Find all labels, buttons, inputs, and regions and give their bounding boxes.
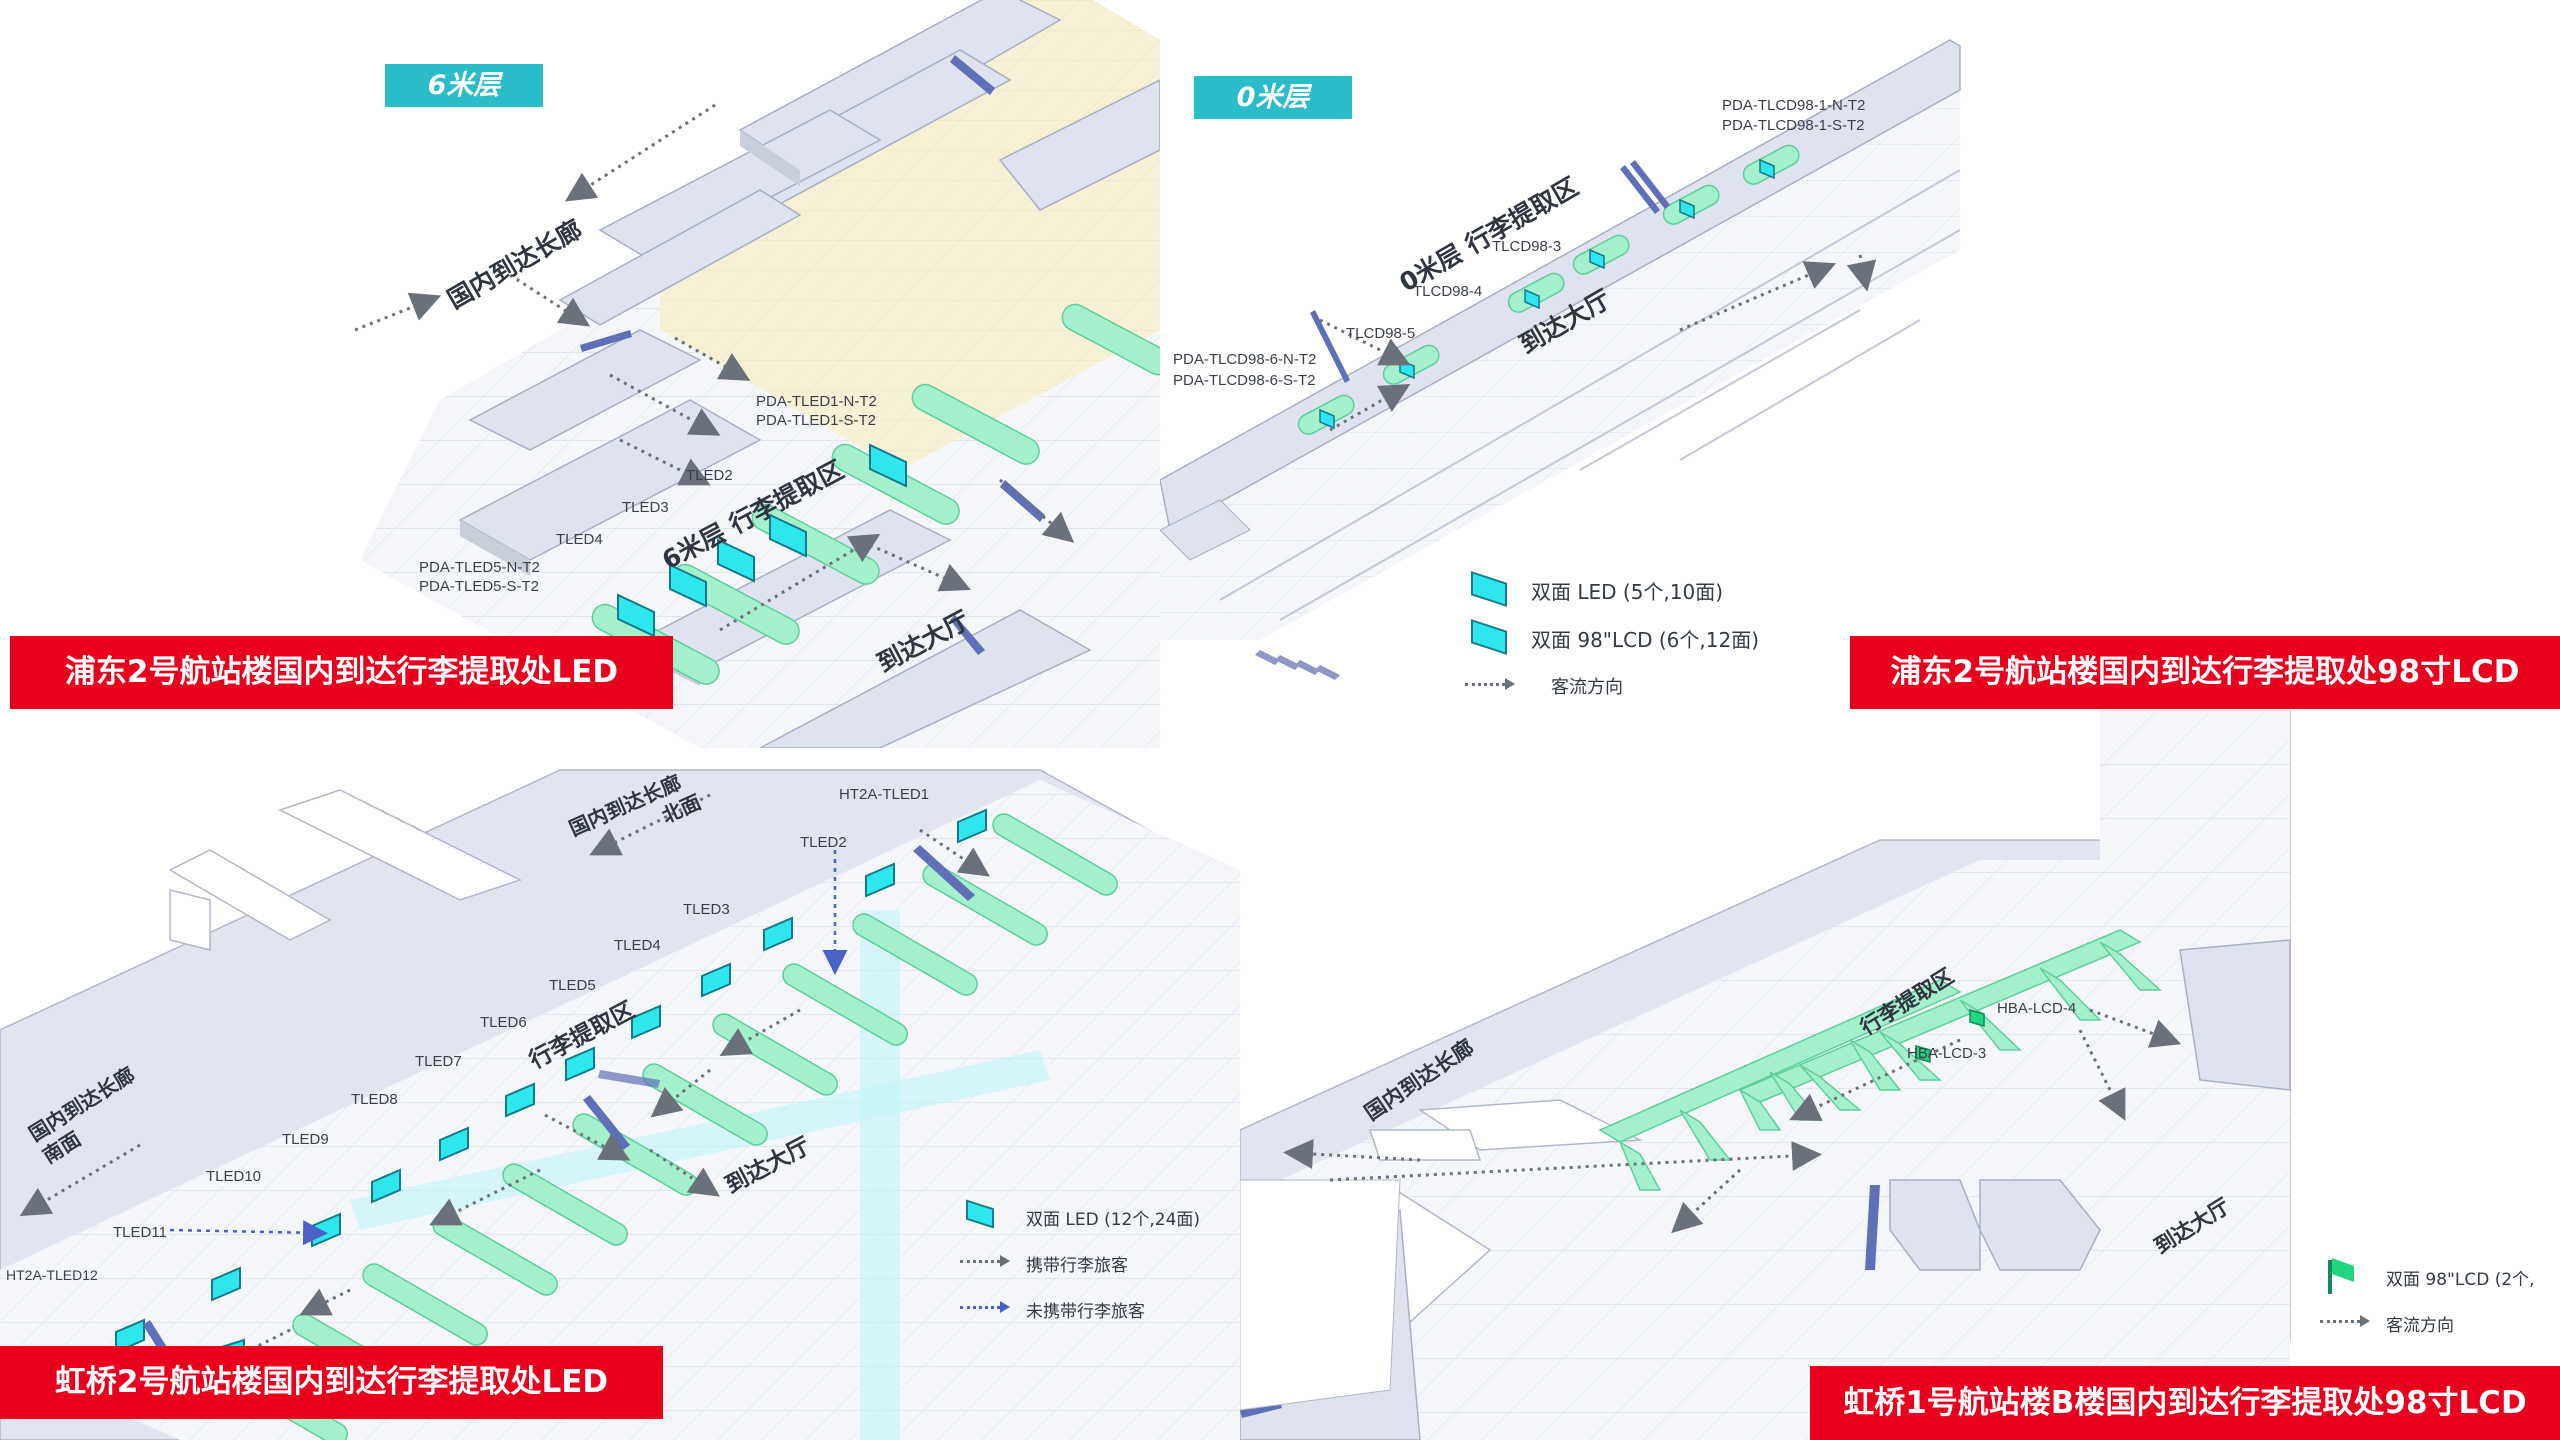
- label-tled1-n: PDA-TLED1-N-T2: [756, 393, 877, 410]
- legend-item-with-bag: 携带行李旅客: [960, 1240, 1200, 1286]
- label-tlcd98-3: TLCD98-3: [1492, 238, 1562, 255]
- level-tag-0m: 0米层: [1194, 76, 1352, 119]
- label-tled10-sha: TLED10: [206, 1168, 262, 1185]
- banner-pvg-t2-lcd: 浦东2号航站楼国内到达行李提取处98寸LCD: [1850, 636, 2560, 709]
- label-tled5-s: PDA-TLED5-S-T2: [419, 578, 540, 595]
- label-tlcd98-5: TLCD98-5: [1346, 325, 1416, 342]
- legend-item-flow: 客流方向: [1465, 662, 1759, 710]
- level-tag-6m: 6米层: [385, 64, 543, 107]
- label-tled2-sha: TLED2: [800, 834, 847, 851]
- label-tled4-sha: TLED4: [614, 937, 661, 954]
- label-tled8-sha: TLED8: [351, 1091, 398, 1108]
- label-tled5-sha: TLED5: [549, 977, 596, 994]
- label-tlcd98-6-s: PDA-TLCD98-6-S-T2: [1173, 372, 1316, 389]
- label-tlcd98-6-n: PDA-TLCD98-6-N-T2: [1173, 351, 1317, 368]
- label-hba-lcd-4: HBA-LCD-4: [1997, 1000, 2077, 1017]
- label-tled3-sha: TLED3: [683, 901, 730, 918]
- legend-item-led: 双面 LED (5个,10面): [1465, 566, 1759, 614]
- legend-item-lcd-sha: 双面 98"LCD (2个,: [2320, 1254, 2535, 1300]
- label-tlcd98-4: TLCD98-4: [1413, 283, 1483, 300]
- plan-pvg-t2-6m: [354, 0, 1160, 748]
- plan-sha-t2: [0, 769, 1240, 1440]
- label-ht2a-tled12: HT2A-TLED12: [6, 1267, 98, 1283]
- legend-item-no-bag: 未携带行李旅客: [960, 1286, 1200, 1332]
- banner-sha-t2-led: 虹桥2号航站楼国内到达行李提取处LED: [0, 1346, 663, 1419]
- panel-sha-t1b-lcd: 国内到达长廊 行李提取区 到达大厅 HBA-LCD-4 HBA-LCD-3 双面…: [1240, 710, 2560, 1440]
- label-hba-lcd-3: HBA-LCD-3: [1907, 1045, 1987, 1062]
- banner-pvg-t2-led: 浦东2号航站楼国内到达行李提取处LED: [10, 636, 673, 709]
- legend-sha-t2: 双面 LED (12个,24面) 携带行李旅客 未携带行李旅客: [960, 1194, 1200, 1332]
- label-tled9-sha: TLED9: [282, 1131, 329, 1148]
- panel-pvg-t2-lcd: 0米层 0米层 行李提取区 到达大厅 PDA-TLCD98-1-N-T2 PDA…: [1160, 0, 2560, 720]
- label-tled7-sha: TLED7: [415, 1053, 462, 1070]
- label-tled4: TLED4: [556, 531, 603, 548]
- legend-sha-t1b: 双面 98"LCD (2个, 客流方向: [2320, 1254, 2535, 1346]
- label-tled2: TLED2: [686, 467, 733, 484]
- label-ht2a-tled1: HT2A-TLED1: [839, 786, 930, 803]
- label-tlcd98-1-s: PDA-TLCD98-1-S-T2: [1722, 117, 1865, 134]
- label-tled11-sha: TLED11: [113, 1224, 167, 1241]
- label-tled1-s: PDA-TLED1-S-T2: [756, 412, 877, 429]
- legend-item-led-sha: 双面 LED (12个,24面): [960, 1194, 1200, 1240]
- legend-pvg-0m: 双面 LED (5个,10面) 双面 98"LCD (6个,12面) 客流方向: [1465, 566, 1759, 710]
- label-tled3: TLED3: [622, 499, 669, 516]
- banner-sha-t1b-lcd: 虹桥1号航站楼B楼国内到达行李提取处98寸LCD: [1810, 1366, 2560, 1440]
- label-tled6-sha: TLED6: [480, 1014, 527, 1031]
- panel-sha-t2-led: 国内到达长廊北面 国内到达长廊南面 行李提取区 到达大厅 HT2A-TLED1 …: [0, 750, 1240, 1440]
- label-tlcd98-1-n: PDA-TLCD98-1-N-T2: [1722, 97, 1866, 114]
- plan-pvg-t2-0m: [1160, 39, 1961, 680]
- legend-item-lcd: 双面 98"LCD (6个,12面): [1465, 614, 1759, 662]
- legend-item-flow-sha: 客流方向: [2320, 1300, 2535, 1346]
- plan-sha-t1b: [1240, 710, 2291, 1440]
- panel-pvg-t2-led: 6米层 国内到达长廊 6米层 行李提取区 到达大厅 PDA-TLED1-N-T2…: [0, 0, 1160, 748]
- label-tled5-n: PDA-TLED5-N-T2: [419, 559, 540, 576]
